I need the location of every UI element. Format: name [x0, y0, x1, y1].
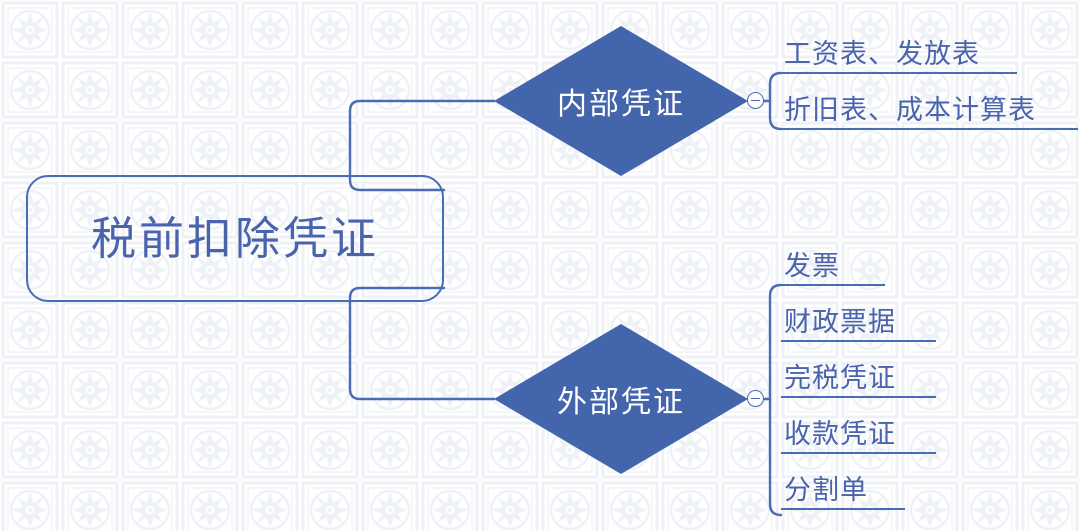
branch-node-internal[interactable]: 内部凭证 [494, 26, 748, 176]
leaf-item-label: 折旧表、成本计算表 [784, 94, 1036, 125]
leaf-item-label: 发票 [784, 250, 840, 281]
root-node[interactable]: 税前扣除凭证 [26, 175, 444, 302]
leaf-item-label: 分割单 [784, 474, 868, 505]
root-node-label: 税前扣除凭证 [90, 213, 379, 264]
leaf-item-label: 工资表、发放表 [784, 38, 980, 69]
leaf-item[interactable]: 财政票据 [770, 296, 945, 342]
leaf-item-label: 完税凭证 [784, 362, 896, 393]
leaf-underline [781, 284, 885, 286]
leaf-item[interactable]: 工资表、发放表 [770, 28, 1030, 74]
leaf-underline [781, 452, 936, 454]
leaf-item[interactable]: 分割单 [770, 464, 920, 510]
leaf-underline [781, 72, 1017, 74]
leaf-underline [781, 508, 905, 510]
branch-node-external[interactable]: 外部凭证 [494, 324, 748, 474]
branch-node-internal-label: 内部凭证 [557, 88, 685, 121]
leaf-item-label: 财政票据 [784, 306, 896, 337]
leaf-underline [781, 396, 936, 398]
leaf-item[interactable]: 发票 [770, 240, 900, 286]
leaf-underline [781, 128, 1078, 130]
leaf-underline [781, 340, 936, 342]
leaf-item[interactable]: 收款凭证 [770, 408, 945, 454]
leaf-item[interactable]: 完税凭证 [770, 352, 945, 398]
leaf-item[interactable]: 折旧表、成本计算表 [770, 84, 1075, 130]
collapse-toggle-internal[interactable] [747, 92, 764, 109]
leaf-item-label: 收款凭证 [784, 418, 896, 449]
branch-node-external-label: 外部凭证 [557, 386, 685, 419]
collapse-toggle-external[interactable] [747, 390, 764, 407]
